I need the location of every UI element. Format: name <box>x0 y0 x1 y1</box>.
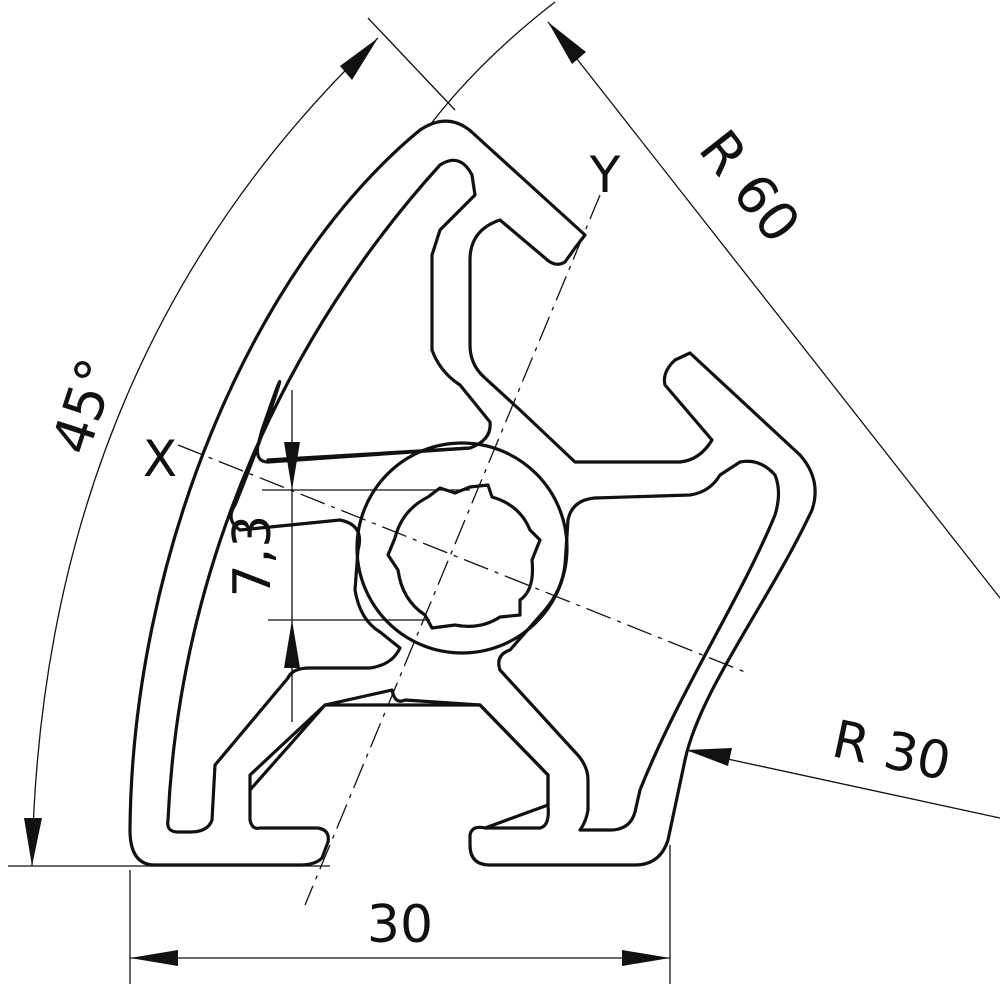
core-circle-outer <box>355 441 569 655</box>
dimension-line-r60 <box>547 21 1000 599</box>
axis-x-label: X <box>143 430 177 488</box>
pocket-lower <box>248 446 550 830</box>
axis-y-label: Y <box>589 146 621 204</box>
dimension-slot-label: 7,3 <box>223 515 283 598</box>
arc-r60-reference <box>429 1 556 126</box>
dimension-r30-label: R 30 <box>827 710 956 793</box>
arrow-width-right <box>622 950 670 966</box>
dimension-line-r30 <box>685 749 1000 819</box>
dimension-angle-label: 45° <box>40 351 129 462</box>
extension-line-45 <box>367 17 456 111</box>
arrow-45-bottom <box>24 818 42 866</box>
axis-x-line <box>177 444 746 673</box>
arrow-width-left <box>130 950 178 966</box>
dimension-r60-label: R 60 <box>687 119 813 255</box>
arrow-slot-top <box>284 442 300 490</box>
dimension-width-label: 30 <box>367 895 433 955</box>
arrow-r30 <box>686 748 732 766</box>
core-bore <box>386 483 542 630</box>
arrow-45-top <box>340 38 378 80</box>
pocket-right <box>497 459 781 832</box>
dimension-arc-45 <box>31 37 379 867</box>
profile-outer-contour <box>128 119 817 867</box>
pocket-left <box>166 158 492 834</box>
axis-y-line <box>304 194 601 906</box>
arrow-r60 <box>548 22 586 64</box>
arrow-slot-bottom <box>284 620 300 668</box>
